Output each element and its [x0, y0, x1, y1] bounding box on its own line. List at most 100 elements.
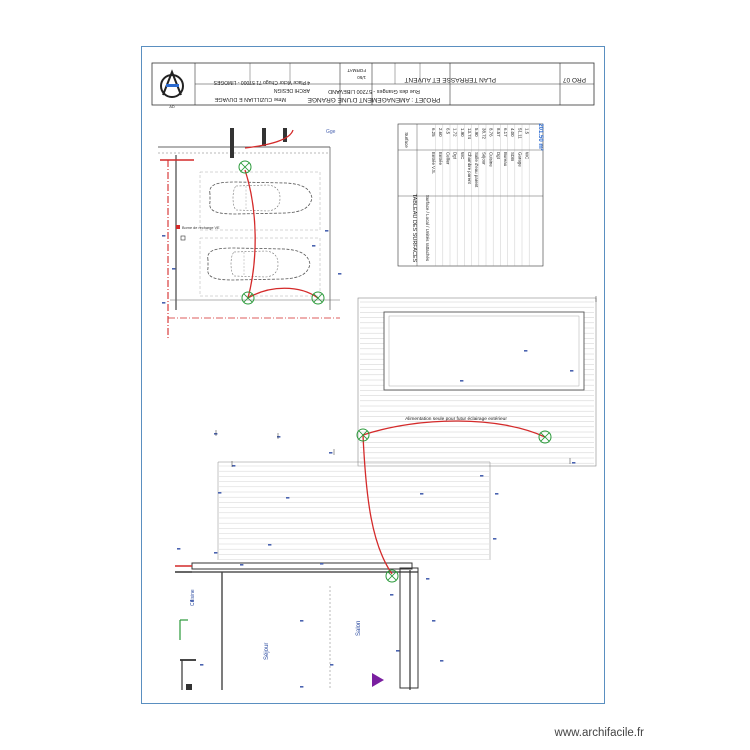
surfaces-table-area-header: Surface — [404, 132, 409, 148]
lower-deck — [217, 461, 491, 560]
surface-row-name: Garage — [517, 152, 522, 167]
dimension-mark — [495, 493, 499, 495]
dimension-mark — [232, 465, 236, 467]
dimension-mark — [218, 492, 222, 494]
surface-row-name: Dgt — [496, 152, 501, 160]
surface-row-area: 2.60 — [438, 128, 443, 137]
surfaces-table-header: Surface / Local / Unités rattachés — [425, 195, 430, 262]
watermark: www.archifacile.fr — [554, 727, 644, 739]
room-sejour: Séjour — [264, 643, 270, 660]
surface-row-area: 6.17 — [503, 128, 508, 137]
dimension-marks — [162, 230, 597, 688]
fixture-garage-bottom — [241, 291, 255, 305]
logo-text: AD — [169, 104, 175, 109]
surface-row-name: Cuisine — [489, 152, 494, 167]
surfaces-table-title: TABLEAU DES SURFACES — [411, 194, 417, 263]
dimension-mark — [524, 350, 528, 352]
dimension-mark — [286, 497, 290, 499]
surface-row-area: 1.5 — [525, 128, 530, 135]
fixture-terrace-right — [538, 430, 552, 444]
surface-row-area: 8.57 — [496, 128, 501, 137]
fixture-garage-top — [238, 160, 252, 174]
dimension-mark — [190, 600, 194, 602]
dimension-mark — [320, 563, 324, 565]
dimension-mark — [177, 548, 181, 550]
dimension-mark — [300, 620, 304, 622]
surface-row-name: Bureau — [503, 152, 508, 167]
surface-row-name: Séjour — [481, 152, 486, 165]
dimension-mark — [214, 552, 218, 554]
dimension-mark — [240, 564, 244, 566]
surface-row-area: 1.72 — [453, 128, 458, 137]
dimension-mark — [268, 544, 272, 546]
surface-row-name: WC — [460, 152, 465, 159]
marker-triangle — [372, 673, 384, 687]
surface-row-area: 6.25 — [431, 128, 436, 137]
dimension-mark — [572, 462, 576, 464]
room-salon: Salon — [356, 621, 362, 636]
dimension-mark — [329, 452, 333, 454]
surface-row-area: 4.00 — [510, 128, 515, 137]
format-label: FORMAT — [347, 68, 366, 73]
dimension-mark — [420, 493, 424, 495]
dimension-mark — [277, 436, 281, 438]
dimension-mark — [480, 475, 484, 477]
dimension-mark — [312, 245, 316, 247]
dimension-mark — [426, 578, 430, 580]
light-fixtures — [238, 160, 552, 583]
surface-row-name: Chambre parent — [467, 152, 472, 185]
fixture-garage-side — [311, 291, 325, 305]
garage-zone: Borne de recharge VE Gge — [158, 128, 340, 338]
surface-row-area: 1.90 — [460, 128, 465, 137]
dimension-mark — [214, 433, 218, 435]
circuit-gate — [244, 129, 294, 149]
room-cuisine: Cuisine — [190, 589, 196, 606]
fixture-house — [385, 569, 399, 583]
dimension-mark — [200, 664, 204, 666]
sheet-number: PRO 07 — [562, 76, 586, 83]
dimension-mark — [570, 370, 574, 372]
surface-row-area: 38.72 — [481, 128, 486, 140]
client-name: Mme CUZILLIAN E DUVAGE — [214, 96, 286, 102]
architect-address: 4 Place Victor Chugo 71 57000 - LIMOGES — [213, 79, 310, 85]
surface-row-area: 5.90 — [474, 128, 479, 137]
circuit-terrace-light — [362, 420, 546, 438]
dimension-mark — [330, 664, 334, 666]
dimension-mark — [325, 230, 329, 232]
dimension-mark — [493, 538, 497, 540]
car-bottom — [207, 247, 311, 281]
dimension-mark — [162, 235, 166, 237]
circuit-garage-side — [247, 287, 319, 299]
circuit-garage-main — [244, 169, 256, 299]
surface-row-name: Dgt — [453, 152, 458, 160]
terrace: Alimentation seule pour futur éclairage … — [357, 297, 597, 467]
car-top — [209, 181, 313, 215]
surface-row-area: 13.74 — [467, 128, 472, 140]
surface-row-name: Entrée — [438, 152, 443, 165]
alimentation-note: Alimentation seule pour futur éclairage … — [405, 416, 507, 422]
dimension-mark — [432, 620, 436, 622]
dimension-mark — [460, 380, 464, 382]
surface-row-name: Entrée V.S. — [431, 152, 436, 174]
dimension-mark — [300, 686, 304, 688]
surface-row-name: SDB — [510, 152, 515, 161]
project-title: PROJET : AMENAGEMENT D'UNE GRANGE — [307, 96, 440, 103]
surface-row-area: 6.5 — [445, 128, 450, 135]
garage-dim-label: Gge — [326, 129, 336, 135]
house-interior: Séjour Salon Cuisine — [175, 562, 419, 690]
title-block: AD PROJET : AMENAGEMENT D'UNE GRANGE Rue… — [151, 62, 595, 109]
dimension-mark — [172, 268, 176, 270]
dimension-mark — [440, 660, 444, 662]
sheet-title: PLAN TERRASSE ET AUVENT — [404, 76, 496, 83]
dimension-mark — [396, 650, 400, 652]
dimension-mark — [390, 594, 394, 596]
surface-row-area: 51.11 — [517, 128, 522, 139]
scale-label: 1/50 — [357, 75, 366, 80]
fixture-terrace-left — [356, 428, 370, 442]
surface-row-name: Cellier — [445, 152, 450, 165]
surfaces-total: 201.50 m² — [537, 123, 544, 150]
project-address: Rue des Granges - 57200 LIBEVAND — [328, 88, 420, 94]
ev-charger-label: Borne de recharge VE — [182, 226, 220, 230]
circuit-terrace-feed — [362, 434, 393, 575]
